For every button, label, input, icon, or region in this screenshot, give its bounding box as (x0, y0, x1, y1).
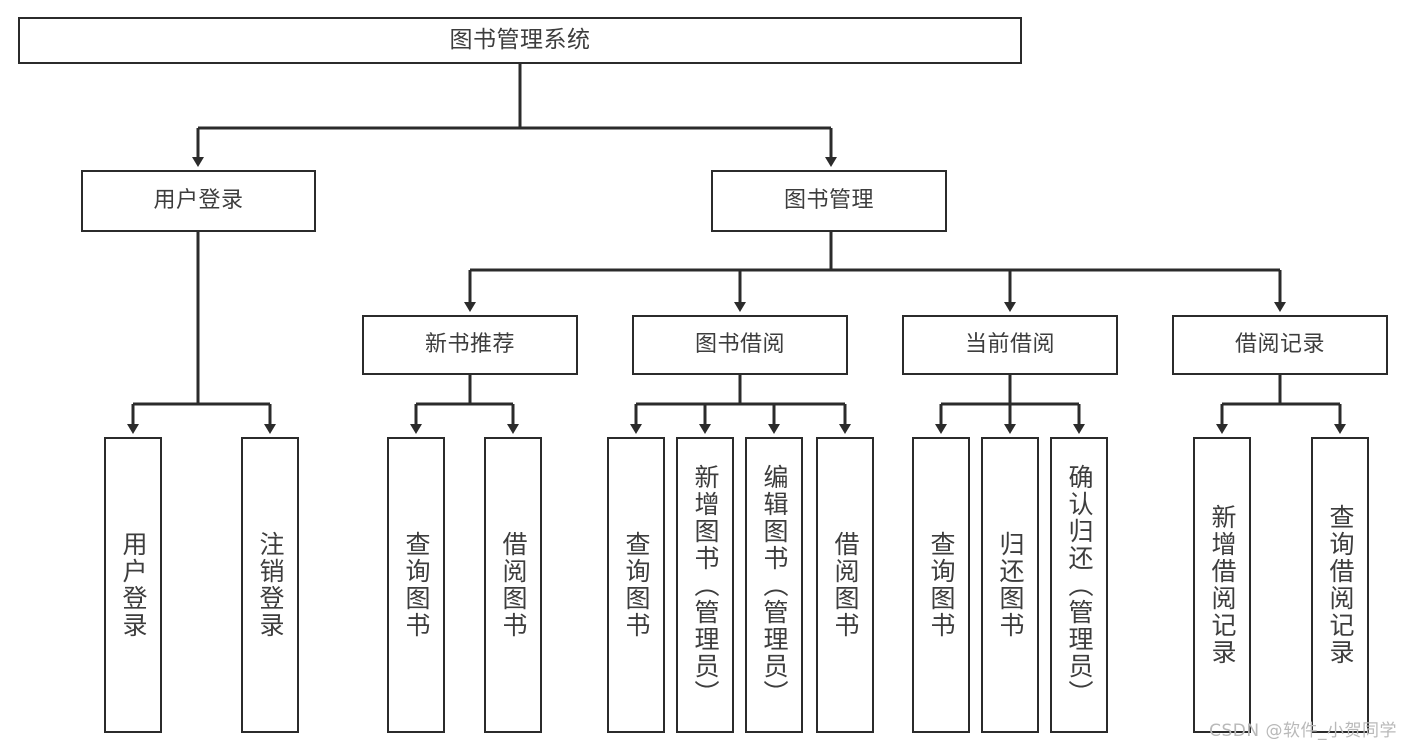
node-label: 当前借阅 (964, 332, 1055, 358)
node-label: 借阅图书 (831, 531, 860, 639)
leaf-borrow-record-query-record[interactable]: 查询借阅记录 (1311, 437, 1369, 733)
leaf-book-borrow-edit-book-admin[interactable]: 编辑图书（管理员） (745, 437, 803, 733)
node-book-borrow[interactable]: 图书借阅 (632, 315, 848, 375)
leaf-book-borrow-borrow-book[interactable]: 借阅图书 (816, 437, 874, 733)
node-label: 注销登录 (256, 531, 285, 639)
leaf-current-borrow-confirm-return-admin[interactable]: 确认归还（管理员） (1050, 437, 1108, 733)
node-label: 新增借阅记录 (1208, 504, 1237, 666)
leaf-new-book-borrow-book[interactable]: 借阅图书 (484, 437, 542, 733)
node-borrow-record[interactable]: 借阅记录 (1172, 315, 1388, 375)
node-label: 查询图书 (402, 531, 431, 639)
leaf-borrow-record-add-record[interactable]: 新增借阅记录 (1193, 437, 1251, 733)
leaf-book-borrow-add-book-admin[interactable]: 新增图书（管理员） (676, 437, 734, 733)
node-label: 用户登录 (153, 188, 244, 214)
node-user-login[interactable]: 用户登录 (81, 170, 316, 232)
node-label: 确认归还（管理员） (1065, 463, 1094, 707)
node-current-borrow[interactable]: 当前借阅 (902, 315, 1118, 375)
leaf-book-borrow-query-book[interactable]: 查询图书 (607, 437, 665, 733)
node-label: 借阅记录 (1234, 332, 1325, 358)
node-label: 新书推荐 (424, 332, 515, 358)
leaf-current-borrow-query-book[interactable]: 查询图书 (912, 437, 970, 733)
node-label: 图书借阅 (694, 332, 785, 358)
node-book-management[interactable]: 图书管理 (711, 170, 947, 232)
node-label: 新增图书（管理员） (691, 463, 720, 707)
leaf-user-login-logout[interactable]: 注销登录 (241, 437, 299, 733)
node-label: 借阅图书 (499, 531, 528, 639)
leaf-new-book-query-book[interactable]: 查询图书 (387, 437, 445, 733)
node-new-book-recommend[interactable]: 新书推荐 (362, 315, 578, 375)
node-label: 用户登录 (119, 531, 148, 639)
leaf-user-login-login[interactable]: 用户登录 (104, 437, 162, 733)
node-label: 查询图书 (622, 531, 651, 639)
leaf-current-borrow-return-book[interactable]: 归还图书 (981, 437, 1039, 733)
node-label: 查询借阅记录 (1326, 504, 1355, 666)
node-label: 图书管理系统 (449, 27, 591, 54)
node-label: 查询图书 (927, 531, 956, 639)
watermark-text: CSDN @软件_小贺同学 (1209, 721, 1397, 741)
node-root-book-management-system[interactable]: 图书管理系统 (18, 17, 1022, 64)
node-label: 图书管理 (783, 188, 874, 214)
node-label: 编辑图书（管理员） (760, 463, 789, 707)
node-label: 归还图书 (996, 531, 1025, 639)
